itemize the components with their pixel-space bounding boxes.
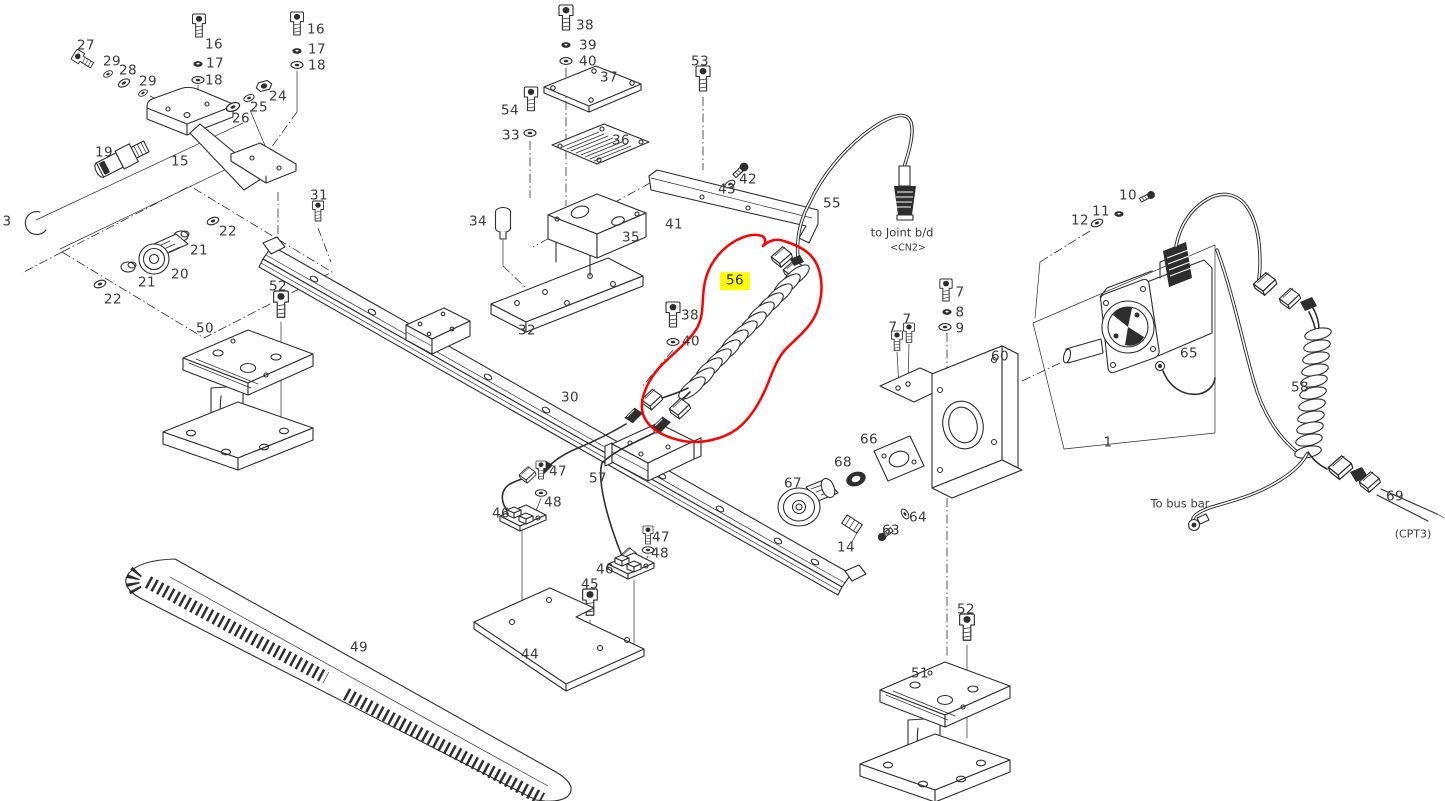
- carriage-block-lower: [604, 422, 702, 482]
- screw-52a: [273, 290, 289, 318]
- cpt3-connector-69: [1307, 451, 1445, 522]
- sensor-46a: [499, 504, 547, 532]
- screw-52b: [959, 613, 975, 641]
- sensor-46b: [607, 552, 655, 580]
- highlight-callout-loop: [640, 233, 823, 444]
- plate-36: [551, 123, 650, 165]
- coiled-cable-58: [1294, 327, 1332, 459]
- bracket-60: [879, 345, 1023, 499]
- plate-32: [490, 257, 644, 333]
- pedestal-50: [162, 329, 314, 471]
- plate-37: [543, 65, 642, 113]
- motor-cables: [1174, 192, 1320, 458]
- block-35: [547, 193, 647, 277]
- shaft-19: [94, 140, 150, 178]
- pulley-67-group: [777, 435, 925, 544]
- pulley-20-group: [92, 215, 221, 290]
- fasteners-middle: [494, 4, 751, 346]
- pedestal-51: [859, 661, 1011, 801]
- timing-belt-49: [125, 558, 572, 801]
- e-ring-3: [24, 211, 47, 236]
- plate-44: [473, 587, 645, 692]
- coiled-cable-56: [621, 244, 810, 435]
- bracket-41: [648, 169, 819, 244]
- bracket-15: [146, 86, 297, 191]
- carriage-block-upper: [405, 307, 471, 355]
- screw-31: [311, 200, 325, 222]
- sensor-cable-57: [501, 423, 655, 567]
- fasteners-bracket-60: [891, 278, 953, 351]
- bus-bar-wire: [1187, 452, 1309, 532]
- cable-55: [795, 113, 916, 260]
- motor-assembly-1: [1032, 189, 1216, 450]
